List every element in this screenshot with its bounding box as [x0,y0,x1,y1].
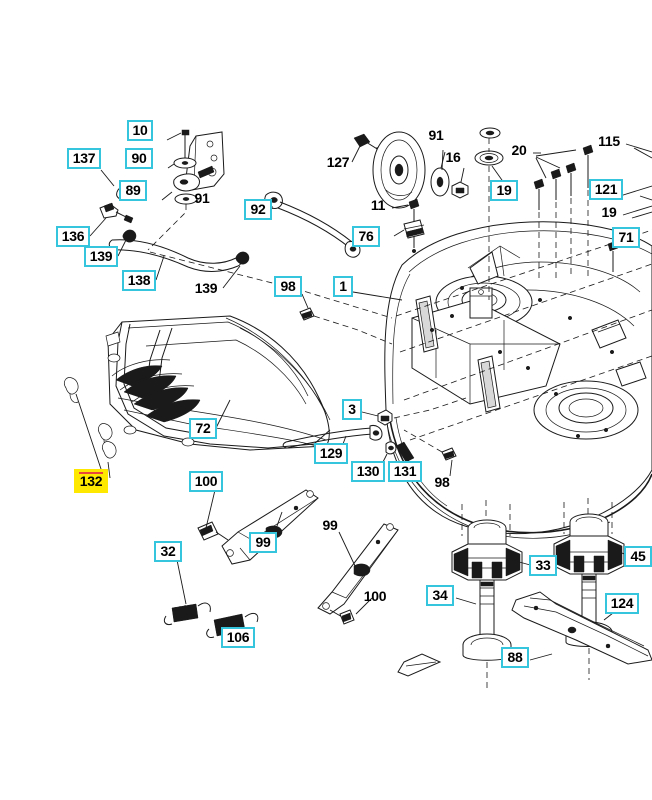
part-number-text: 99 [322,517,338,533]
part-callout-99[interactable]: 99 [316,515,344,536]
part-number-text: 100 [194,472,218,489]
part-callout-19[interactable]: 19 [596,202,622,223]
lift-arm-left [197,489,319,565]
part-callout-139[interactable]: 139 [84,245,118,267]
part-number-text: 131 [393,462,417,479]
part-number-text: 88 [507,648,523,665]
part-callout-11[interactable]: 11 [365,195,391,216]
part-callout-32[interactable]: 32 [154,540,182,562]
part-number-text: 19 [496,181,512,198]
part-number-text: 91 [428,127,444,143]
pulley-assembly [353,127,504,300]
part-number-text: 19 [601,204,617,220]
part-callout-137[interactable]: 137 [67,147,101,169]
part-number-text: 90 [131,149,147,166]
part-number-text: 137 [72,149,96,166]
part-callout-34[interactable]: 34 [426,584,454,606]
highlight-underline [79,472,103,474]
part-callout-10[interactable]: 10 [127,119,153,141]
part-number-text: 106 [226,628,250,645]
part-callout-71[interactable]: 71 [612,226,640,248]
part-callout-131[interactable]: 131 [388,460,422,482]
part-number-text: 124 [610,594,634,611]
part-number-text: 127 [326,154,350,170]
top-left-hardware [99,129,250,272]
part-number-text: 115 [598,133,620,149]
part-number-text: 3 [348,400,356,417]
part-number-text: 129 [319,444,343,461]
part-number-text: 98 [280,277,296,294]
part-callout-33[interactable]: 33 [529,554,557,576]
part-callout-16[interactable]: 16 [440,147,466,168]
part-number-text: 89 [125,181,141,198]
part-number-text: 34 [432,586,448,603]
grass-discharge-chute [105,315,331,451]
part-number-text: 33 [535,556,551,573]
part-callout-98[interactable]: 98 [274,275,302,297]
fastener-group-right [395,144,652,441]
part-callout-76[interactable]: 76 [352,225,380,247]
chute-hinge-pins [64,377,117,459]
part-number-text: 121 [594,180,618,197]
part-number-text: 1 [339,277,347,294]
part-callout-124[interactable]: 124 [605,592,639,614]
part-number-text: 132 [79,472,103,489]
part-number-text: 91 [194,190,210,206]
part-number-text: 139 [89,247,113,264]
part-callout-136[interactable]: 136 [56,225,90,247]
part-callout-106[interactable]: 106 [221,626,255,648]
part-number-text: 72 [195,419,211,436]
part-number-text: 130 [356,462,380,479]
part-number-text: 136 [61,227,85,244]
part-number-text: 32 [160,542,176,559]
part-callout-99[interactable]: 99 [249,531,277,553]
part-callout-1[interactable]: 1 [333,275,353,297]
part-callout-72[interactable]: 72 [189,417,217,439]
part-number-text: 10 [132,121,148,138]
part-number-text: 76 [358,227,374,244]
part-callout-19[interactable]: 19 [490,179,518,201]
part-callout-98[interactable]: 98 [428,472,456,493]
part-callout-3[interactable]: 3 [342,398,362,420]
part-callout-100[interactable]: 100 [358,586,392,607]
mower-deck-body [384,221,652,539]
part-callout-89[interactable]: 89 [119,179,147,201]
part-callout-121[interactable]: 121 [589,178,623,200]
part-callout-129[interactable]: 129 [314,442,348,464]
spindle-left [451,500,523,690]
part-callout-132[interactable]: 132 [74,469,108,493]
part-number-text: 99 [255,533,271,550]
part-callout-88[interactable]: 88 [501,646,529,668]
small-fasteners [282,307,467,471]
part-number-text: 71 [618,228,634,245]
part-callout-20[interactable]: 20 [505,140,533,161]
part-callout-90[interactable]: 90 [125,147,153,169]
part-callout-91[interactable]: 91 [189,188,215,209]
part-callout-138[interactable]: 138 [122,269,156,291]
part-callout-100[interactable]: 100 [189,470,223,492]
part-callout-127[interactable]: 127 [321,152,355,173]
part-number-text: 11 [370,197,386,213]
spring-32 [163,602,211,625]
part-callout-91[interactable]: 91 [423,125,449,146]
lift-arm-right [317,523,399,625]
part-callout-115[interactable]: 115 [592,131,626,152]
part-number-text: 16 [445,149,461,165]
part-number-text: 20 [511,142,527,158]
part-number-text: 139 [194,280,218,296]
part-number-text: 100 [363,588,387,604]
part-number-text: 45 [630,547,646,564]
part-number-text: 138 [127,271,151,288]
mower-blades [397,591,652,677]
part-number-text: 92 [250,200,266,217]
part-callout-92[interactable]: 92 [244,198,272,220]
part-callout-45[interactable]: 45 [624,545,652,567]
part-callout-139[interactable]: 139 [189,278,223,299]
part-callout-130[interactable]: 130 [351,460,385,482]
part-number-text: 98 [434,474,450,490]
